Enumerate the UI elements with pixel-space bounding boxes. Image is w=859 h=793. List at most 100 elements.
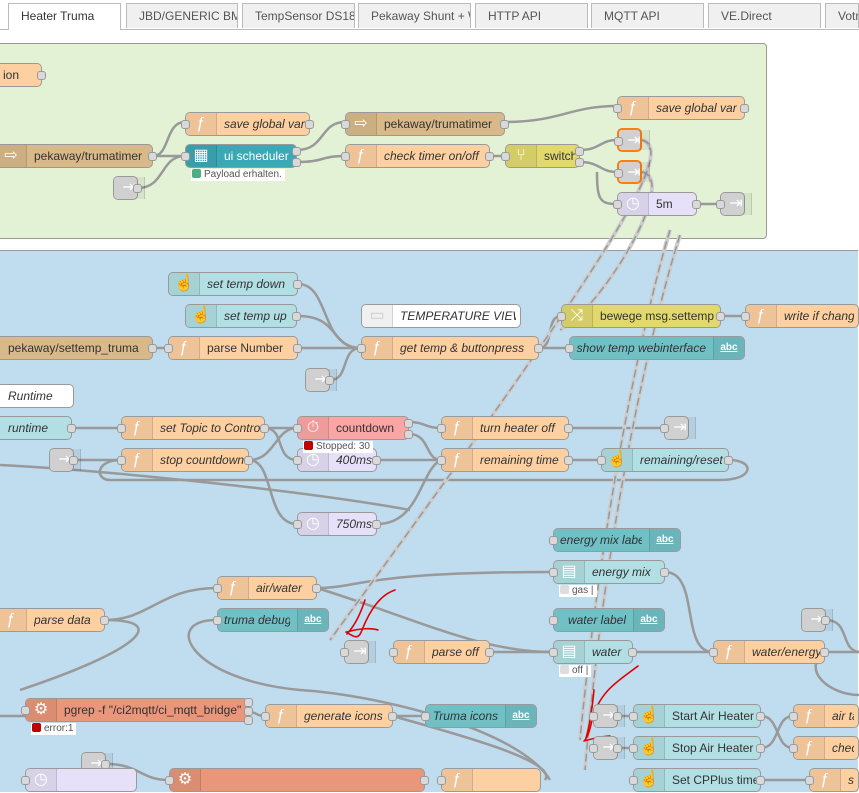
node-bewege-msg-settemp[interactable]: ⤨bewege msg.settemp	[557, 304, 725, 328]
tab-pekaway-shunt-w[interactable]: Pekaway Shunt + W	[358, 3, 471, 28]
node-dl[interactable]: ◷	[21, 768, 137, 792]
output-port[interactable]	[534, 344, 543, 353]
input-port[interactable]	[357, 344, 366, 353]
output-port[interactable]	[756, 712, 765, 721]
input-port[interactable]	[629, 744, 638, 753]
node-lk[interactable]: ⇥	[801, 608, 833, 632]
input-port[interactable]	[629, 712, 638, 721]
input-port[interactable]	[437, 776, 446, 785]
node-switch[interactable]: ⑂switch	[501, 144, 584, 168]
output-port[interactable]	[292, 158, 301, 167]
node-pekaway-trumatimer[interactable]: ⇨pekaway/trumatimer	[0, 144, 157, 168]
input-port[interactable]	[164, 344, 173, 353]
output-port[interactable]	[372, 456, 381, 465]
input-port[interactable]	[181, 120, 190, 129]
node-countdown[interactable]: ⏱countdown	[293, 416, 413, 440]
input-port[interactable]	[213, 584, 222, 593]
output-port[interactable]	[404, 430, 413, 439]
input-port[interactable]	[629, 776, 638, 785]
input-port[interactable]	[165, 776, 174, 785]
input-port[interactable]	[293, 456, 302, 465]
input-port[interactable]	[660, 424, 669, 433]
node-set-temp-down[interactable]: ☝set temp down	[168, 272, 302, 296]
input-port[interactable]	[589, 744, 598, 753]
node-energy-mix[interactable]: ▤energy mix	[549, 560, 669, 584]
node-lk[interactable]: ⇥	[589, 736, 625, 760]
output-port[interactable]	[312, 584, 321, 593]
input-port[interactable]	[805, 776, 814, 785]
output-port[interactable]	[244, 716, 253, 725]
input-port[interactable]	[549, 568, 558, 577]
output-port[interactable]	[404, 419, 413, 428]
output-port[interactable]	[148, 152, 157, 161]
node-stop-air-heater[interactable]: ☝Stop Air Heater	[629, 736, 765, 760]
node-runtime[interactable]: runtime	[0, 416, 76, 440]
tab-votro[interactable]: Votro	[825, 3, 859, 28]
output-port[interactable]	[372, 520, 381, 529]
output-port[interactable]	[69, 456, 78, 465]
input-port[interactable]	[261, 712, 270, 721]
output-port[interactable]	[148, 344, 157, 353]
output-port[interactable]	[575, 147, 584, 156]
node-lk[interactable]: ⇥	[589, 704, 625, 728]
input-port[interactable]	[181, 152, 190, 161]
output-port[interactable]	[500, 120, 509, 129]
output-port[interactable]	[485, 648, 494, 657]
output-port[interactable]	[724, 456, 733, 465]
output-port[interactable]	[244, 456, 253, 465]
input-port[interactable]	[589, 712, 598, 721]
node-lk[interactable]: ⇥	[49, 448, 81, 472]
input-port[interactable]	[341, 152, 350, 161]
node-lk[interactable]: ⇥	[340, 640, 376, 664]
node-lk[interactable]: ⇥	[660, 416, 696, 440]
node-750ms[interactable]: ◷750ms	[293, 512, 381, 536]
output-port[interactable]	[292, 312, 301, 321]
node-lk[interactable]: ⇥	[716, 192, 752, 216]
output-port[interactable]	[293, 280, 302, 289]
input-port[interactable]	[613, 104, 622, 113]
input-port[interactable]	[293, 520, 302, 529]
input-port[interactable]	[117, 456, 126, 465]
output-port[interactable]	[244, 698, 253, 707]
node-set-temp-up[interactable]: ☝set temp up	[185, 304, 301, 328]
tab-http-api[interactable]: HTTP API	[475, 3, 588, 28]
input-port[interactable]	[389, 648, 398, 657]
input-port[interactable]	[709, 648, 718, 657]
input-port[interactable]	[549, 648, 558, 657]
input-port[interactable]	[741, 312, 750, 321]
node-5m[interactable]: ◷5m	[613, 192, 701, 216]
output-port[interactable]	[305, 120, 314, 129]
input-port[interactable]	[613, 200, 622, 209]
node-lk[interactable]: ⇥	[81, 752, 113, 776]
input-port[interactable]	[614, 169, 623, 178]
node-start-air-heater[interactable]: ☝Start Air Heater	[629, 704, 765, 728]
input-port[interactable]	[549, 536, 558, 545]
node-pekaway-settemp-truma[interactable]: pekaway/settemp_truma	[0, 336, 157, 360]
output-port[interactable]	[100, 616, 109, 625]
output-port[interactable]	[564, 424, 573, 433]
node-remaining-reset[interactable]: ☝remaining/reset	[597, 448, 733, 472]
output-port[interactable]	[716, 312, 725, 321]
node-runtime[interactable]: Runtime	[0, 384, 74, 408]
tab-jbd-generic-bms[interactable]: JBD/GENERIC BMS	[126, 3, 238, 28]
input-port[interactable]	[437, 456, 446, 465]
node-ion[interactable]: ion	[0, 63, 46, 87]
node-lk[interactable]: ⇥	[614, 160, 650, 184]
output-port[interactable]	[820, 648, 829, 657]
output-port[interactable]	[420, 776, 429, 785]
output-port[interactable]	[293, 344, 302, 353]
output-port[interactable]	[613, 712, 622, 721]
